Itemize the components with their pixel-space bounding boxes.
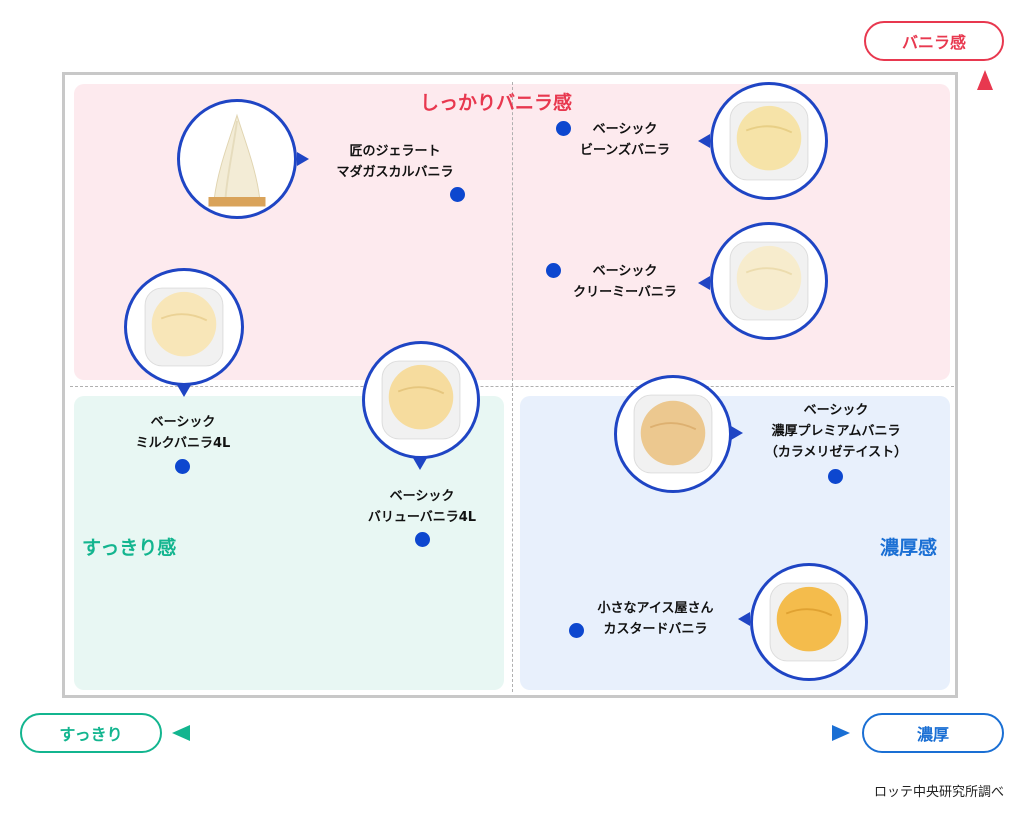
product-photo-milk — [124, 268, 244, 386]
quadrant-bottom-right-rich — [520, 396, 950, 690]
custard-scoop-icon — [769, 582, 849, 662]
product-photo-creamy — [710, 222, 828, 340]
product-dot-premium — [828, 469, 843, 484]
product-dot-creamy — [546, 263, 561, 278]
callout-pointer — [698, 276, 710, 290]
product-photo-value — [362, 341, 480, 459]
product-label-line: ベーシック — [150, 415, 216, 430]
quadrant-label-bottom-right: 濃厚感 — [880, 537, 938, 559]
callout-pointer — [731, 426, 743, 440]
product-label-line: カスタードバニラ — [603, 622, 708, 637]
axis-label-rich: 濃厚 — [862, 713, 1004, 753]
product-label-creamy: ベーシック クリーミーバニラ — [560, 261, 690, 303]
product-label-value: ベーシック バリューバニラ4L — [352, 486, 492, 528]
caramel-scoop-icon — [633, 394, 713, 474]
quadrant-label-top: しっかりバニラ感 — [420, 92, 573, 114]
product-photo-custard — [750, 563, 868, 681]
vanilla-scoop-icon — [144, 287, 224, 367]
vanilla-scoop-icon — [381, 360, 461, 440]
axis-label-light: すっきり — [20, 713, 162, 753]
product-label-line: ベーシック — [389, 489, 455, 504]
soft-serve-cone-icon — [208, 113, 266, 207]
product-label-line: マダガスカルバニラ — [336, 165, 454, 180]
axis-label-vanilla: バニラ感 — [864, 21, 1004, 61]
product-label-line: 小さなアイス屋さん — [597, 601, 714, 616]
vanilla-scoop-icon — [729, 241, 809, 321]
product-label-custard: 小さなアイス屋さん カスタードバニラ — [583, 598, 728, 640]
quadrant-label-bottom-left: すっきり感 — [82, 537, 177, 559]
vanilla-scoop-icon — [729, 101, 809, 181]
product-label-line: ビーンズバニラ — [579, 143, 671, 158]
y-axis-arrowhead — [977, 70, 993, 90]
callout-pointer — [413, 458, 427, 470]
callout-pointer — [738, 612, 750, 626]
product-label-line: ミルクバニラ4L — [135, 436, 231, 451]
product-label-line: ベーシック — [803, 403, 869, 418]
product-dot-milk — [175, 459, 190, 474]
product-label-line: 濃厚プレミアムバニラ — [771, 424, 901, 439]
product-label-line: クリーミーバニラ — [573, 285, 677, 300]
callout-pointer — [297, 152, 309, 166]
product-photo-madagascar — [177, 99, 297, 219]
product-dot-madagascar — [450, 187, 465, 202]
product-dot-beans — [556, 121, 571, 136]
product-label-line: バリューバニラ4L — [367, 510, 477, 525]
product-label-line: ベーシック — [592, 264, 658, 279]
source-note: ロッテ中央研究所調べ — [873, 785, 1004, 800]
product-dot-value — [415, 532, 430, 547]
product-label-line: ベーシック — [592, 122, 658, 137]
product-photo-beans — [710, 82, 828, 200]
product-photo-premium — [614, 375, 732, 493]
product-label-madagascar: 匠のジェラート マダガスカルバニラ — [320, 141, 470, 183]
product-label-line: （カラメリゼテイスト） — [764, 445, 908, 460]
callout-pointer — [698, 134, 710, 148]
product-label-line: 匠のジェラート — [349, 144, 441, 159]
product-label-milk: ベーシック ミルクバニラ4L — [118, 412, 248, 454]
product-label-premium: ベーシック 濃厚プレミアムバニラ （カラメリゼテイスト） — [752, 400, 920, 463]
callout-pointer — [177, 385, 191, 397]
product-label-beans: ベーシック ビーンズバニラ — [570, 119, 680, 161]
product-dot-custard — [569, 623, 584, 638]
vertical-divider — [512, 82, 513, 692]
x-axis-arrowhead-right — [832, 725, 850, 741]
x-axis-arrowhead-left — [172, 725, 190, 741]
chart-frame — [62, 72, 958, 698]
